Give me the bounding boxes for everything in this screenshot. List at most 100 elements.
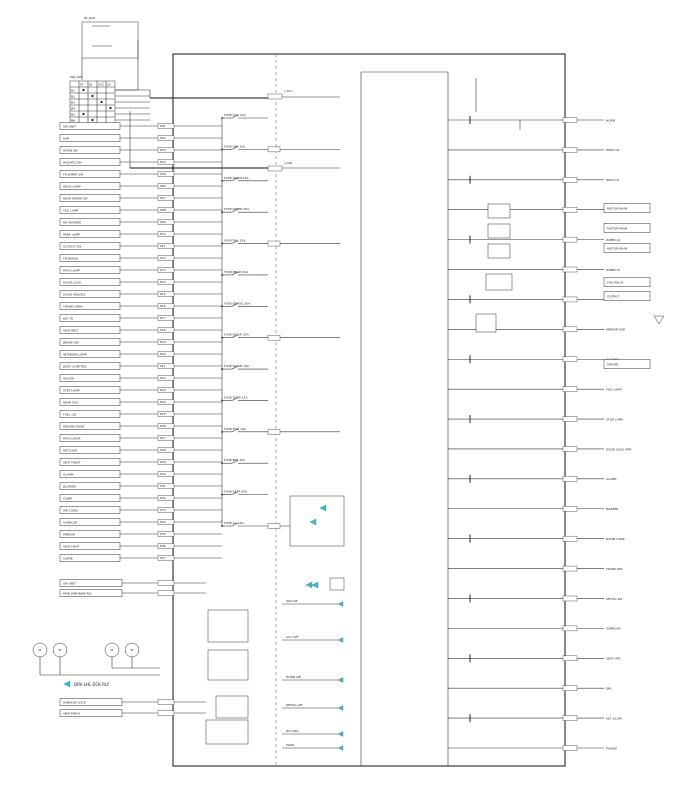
output-label: FOG LAMP — [606, 387, 622, 391]
grid-col-header: ACC — [98, 83, 104, 87]
protection-label: FUSE-IGN 15A — [224, 144, 246, 148]
grid-row-header: B3 — [71, 101, 75, 105]
grid-contact-dot — [82, 88, 85, 92]
output-label: BUZZER — [606, 507, 618, 511]
pin-label: P37 — [160, 556, 166, 560]
driver-symbol — [337, 731, 344, 737]
input-label: HORN SW — [63, 148, 78, 152]
input-label: FR DEFOG — [63, 256, 79, 260]
output-label: WIPER LO — [606, 238, 621, 242]
output-pin — [562, 147, 578, 153]
protection-label: FUSE-ROOM 10A — [224, 364, 250, 368]
protection-label: FUSE-STOP 15A — [224, 395, 248, 399]
output-label: WIPER HI — [606, 268, 620, 272]
pin-label: P27 — [160, 436, 166, 440]
input-label: BODY CONTROL — [63, 364, 87, 368]
output-pin — [562, 565, 578, 572]
output-pin — [562, 625, 578, 632]
output-label: SEAT HTR — [606, 657, 621, 661]
pin-label: P05 — [160, 172, 166, 176]
pin-label: P35 — [160, 532, 166, 536]
input-label: PASS DOOR — [63, 436, 81, 440]
grid-row-header: B1 — [71, 89, 75, 93]
pin-label: P14 — [160, 280, 166, 284]
internal-block — [487, 223, 511, 239]
pin-label: P06 — [160, 184, 166, 188]
output-pin — [562, 326, 578, 333]
pin-label: P26 — [160, 424, 166, 428]
output-label: DRL — [606, 686, 612, 690]
top-connector-label: I_ACC — [284, 89, 293, 93]
motor-group-label: DRV LHL DCK RLY — [74, 682, 110, 687]
input-label: STEP LAMP — [63, 388, 80, 392]
output-box — [603, 291, 651, 301]
lower-pin — [157, 699, 175, 705]
pin-label: P36 — [160, 544, 166, 548]
output-pin — [562, 535, 578, 542]
lower-pin — [157, 590, 175, 596]
pin-label: P25 — [160, 412, 166, 416]
lower-input-label: WINDOW LOCK — [63, 700, 87, 704]
output-pin — [562, 236, 578, 243]
input-label: HAZARD SW — [63, 160, 82, 164]
output-box-label: MOTOR MAIN — [607, 227, 627, 231]
grid-contact-dot — [91, 94, 94, 98]
protection-label: FUSE-ACC 10A — [224, 113, 247, 117]
internal-block — [487, 203, 511, 219]
switch-contact — [231, 114, 239, 119]
ecu-frame — [172, 53, 566, 767]
right-internal-blocks — [475, 78, 665, 333]
input-label: DOOR LOCK — [63, 280, 82, 284]
driver-symbol — [337, 601, 344, 607]
mid-label: RLY DRV — [286, 729, 299, 733]
output-pin — [562, 416, 578, 422]
mid-pin — [267, 429, 281, 435]
input-label: DOOR UNLOCK — [63, 292, 87, 296]
pin-label: P02 — [160, 136, 166, 140]
pin-label: P33 — [160, 508, 166, 512]
output-pin — [562, 595, 578, 602]
output-box — [603, 223, 651, 233]
output-box-label: DRIVER — [607, 363, 618, 367]
output-label: SUNROOF — [606, 627, 621, 631]
switch-contact — [231, 459, 239, 464]
grid-row-header: B5 — [71, 113, 75, 117]
input-label: FUEL LID — [63, 412, 77, 416]
grid-contact-dot — [109, 106, 112, 110]
ground-symbol — [653, 315, 665, 325]
pin-label: P30 — [160, 472, 166, 476]
output-pin — [562, 655, 578, 661]
internal-block — [485, 273, 513, 291]
protection-label: FUSE-DOOR 20A — [224, 333, 250, 337]
protection-label: FUSE-AC 10A — [224, 521, 245, 525]
top-connectors: I_ACC I_IGN — [267, 89, 340, 172]
lower-input-label: PWR WIN MAIN RLY — [63, 591, 92, 595]
input-label: INTERIOR LAMP — [63, 352, 87, 356]
input-label: TAIL LAMP — [62, 208, 79, 212]
mid-label: ACC LPF — [286, 635, 299, 639]
mid-pin — [267, 146, 281, 153]
output-pin — [562, 715, 578, 721]
pin-label: P28 — [160, 448, 166, 452]
input-label: RR WASHER — [63, 220, 81, 224]
grid-title: IGN_SW — [70, 75, 82, 79]
input-label: ANTI THEFT — [63, 460, 81, 464]
mid-label: IGN LPF — [286, 599, 298, 603]
pin-label: P01 — [160, 124, 166, 128]
mid-label: DEFOG LPF — [286, 703, 303, 707]
output-box — [603, 203, 651, 213]
mid-pin — [267, 523, 281, 529]
output-pin — [562, 266, 578, 273]
pin-label: P20 — [160, 352, 166, 356]
fuse-box-label: IM_ECR — [84, 16, 95, 20]
output-label: MIRROR UNF — [606, 328, 625, 332]
pin-label: P15 — [160, 292, 166, 296]
lower-pin — [157, 710, 175, 716]
output-label: STOP LAMP — [606, 417, 623, 421]
input-label: SUNROOF — [63, 520, 78, 524]
grid-contact-dot — [100, 100, 103, 104]
